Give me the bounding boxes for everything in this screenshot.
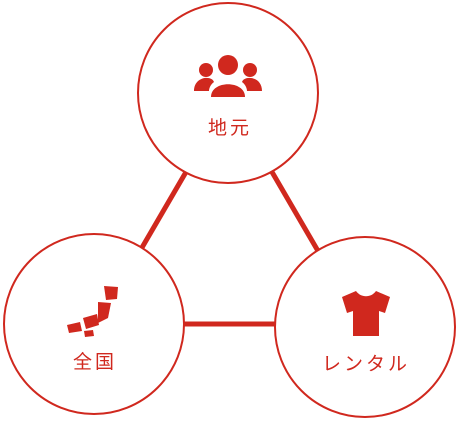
group-people-icon: [194, 55, 262, 97]
japan-map-icon: [67, 286, 118, 337]
node-local-label: 地元: [208, 117, 252, 139]
node-national: 全国: [3, 233, 185, 415]
connector-local-rental: [269, 170, 321, 253]
node-local: 地元: [137, 2, 319, 184]
node-national-label: 全国: [73, 351, 117, 373]
tshirt-icon: [342, 291, 390, 336]
node-rental: レンタル: [274, 236, 456, 418]
connector-local-national: [137, 170, 189, 253]
node-rental-label: レンタル: [322, 353, 410, 375]
